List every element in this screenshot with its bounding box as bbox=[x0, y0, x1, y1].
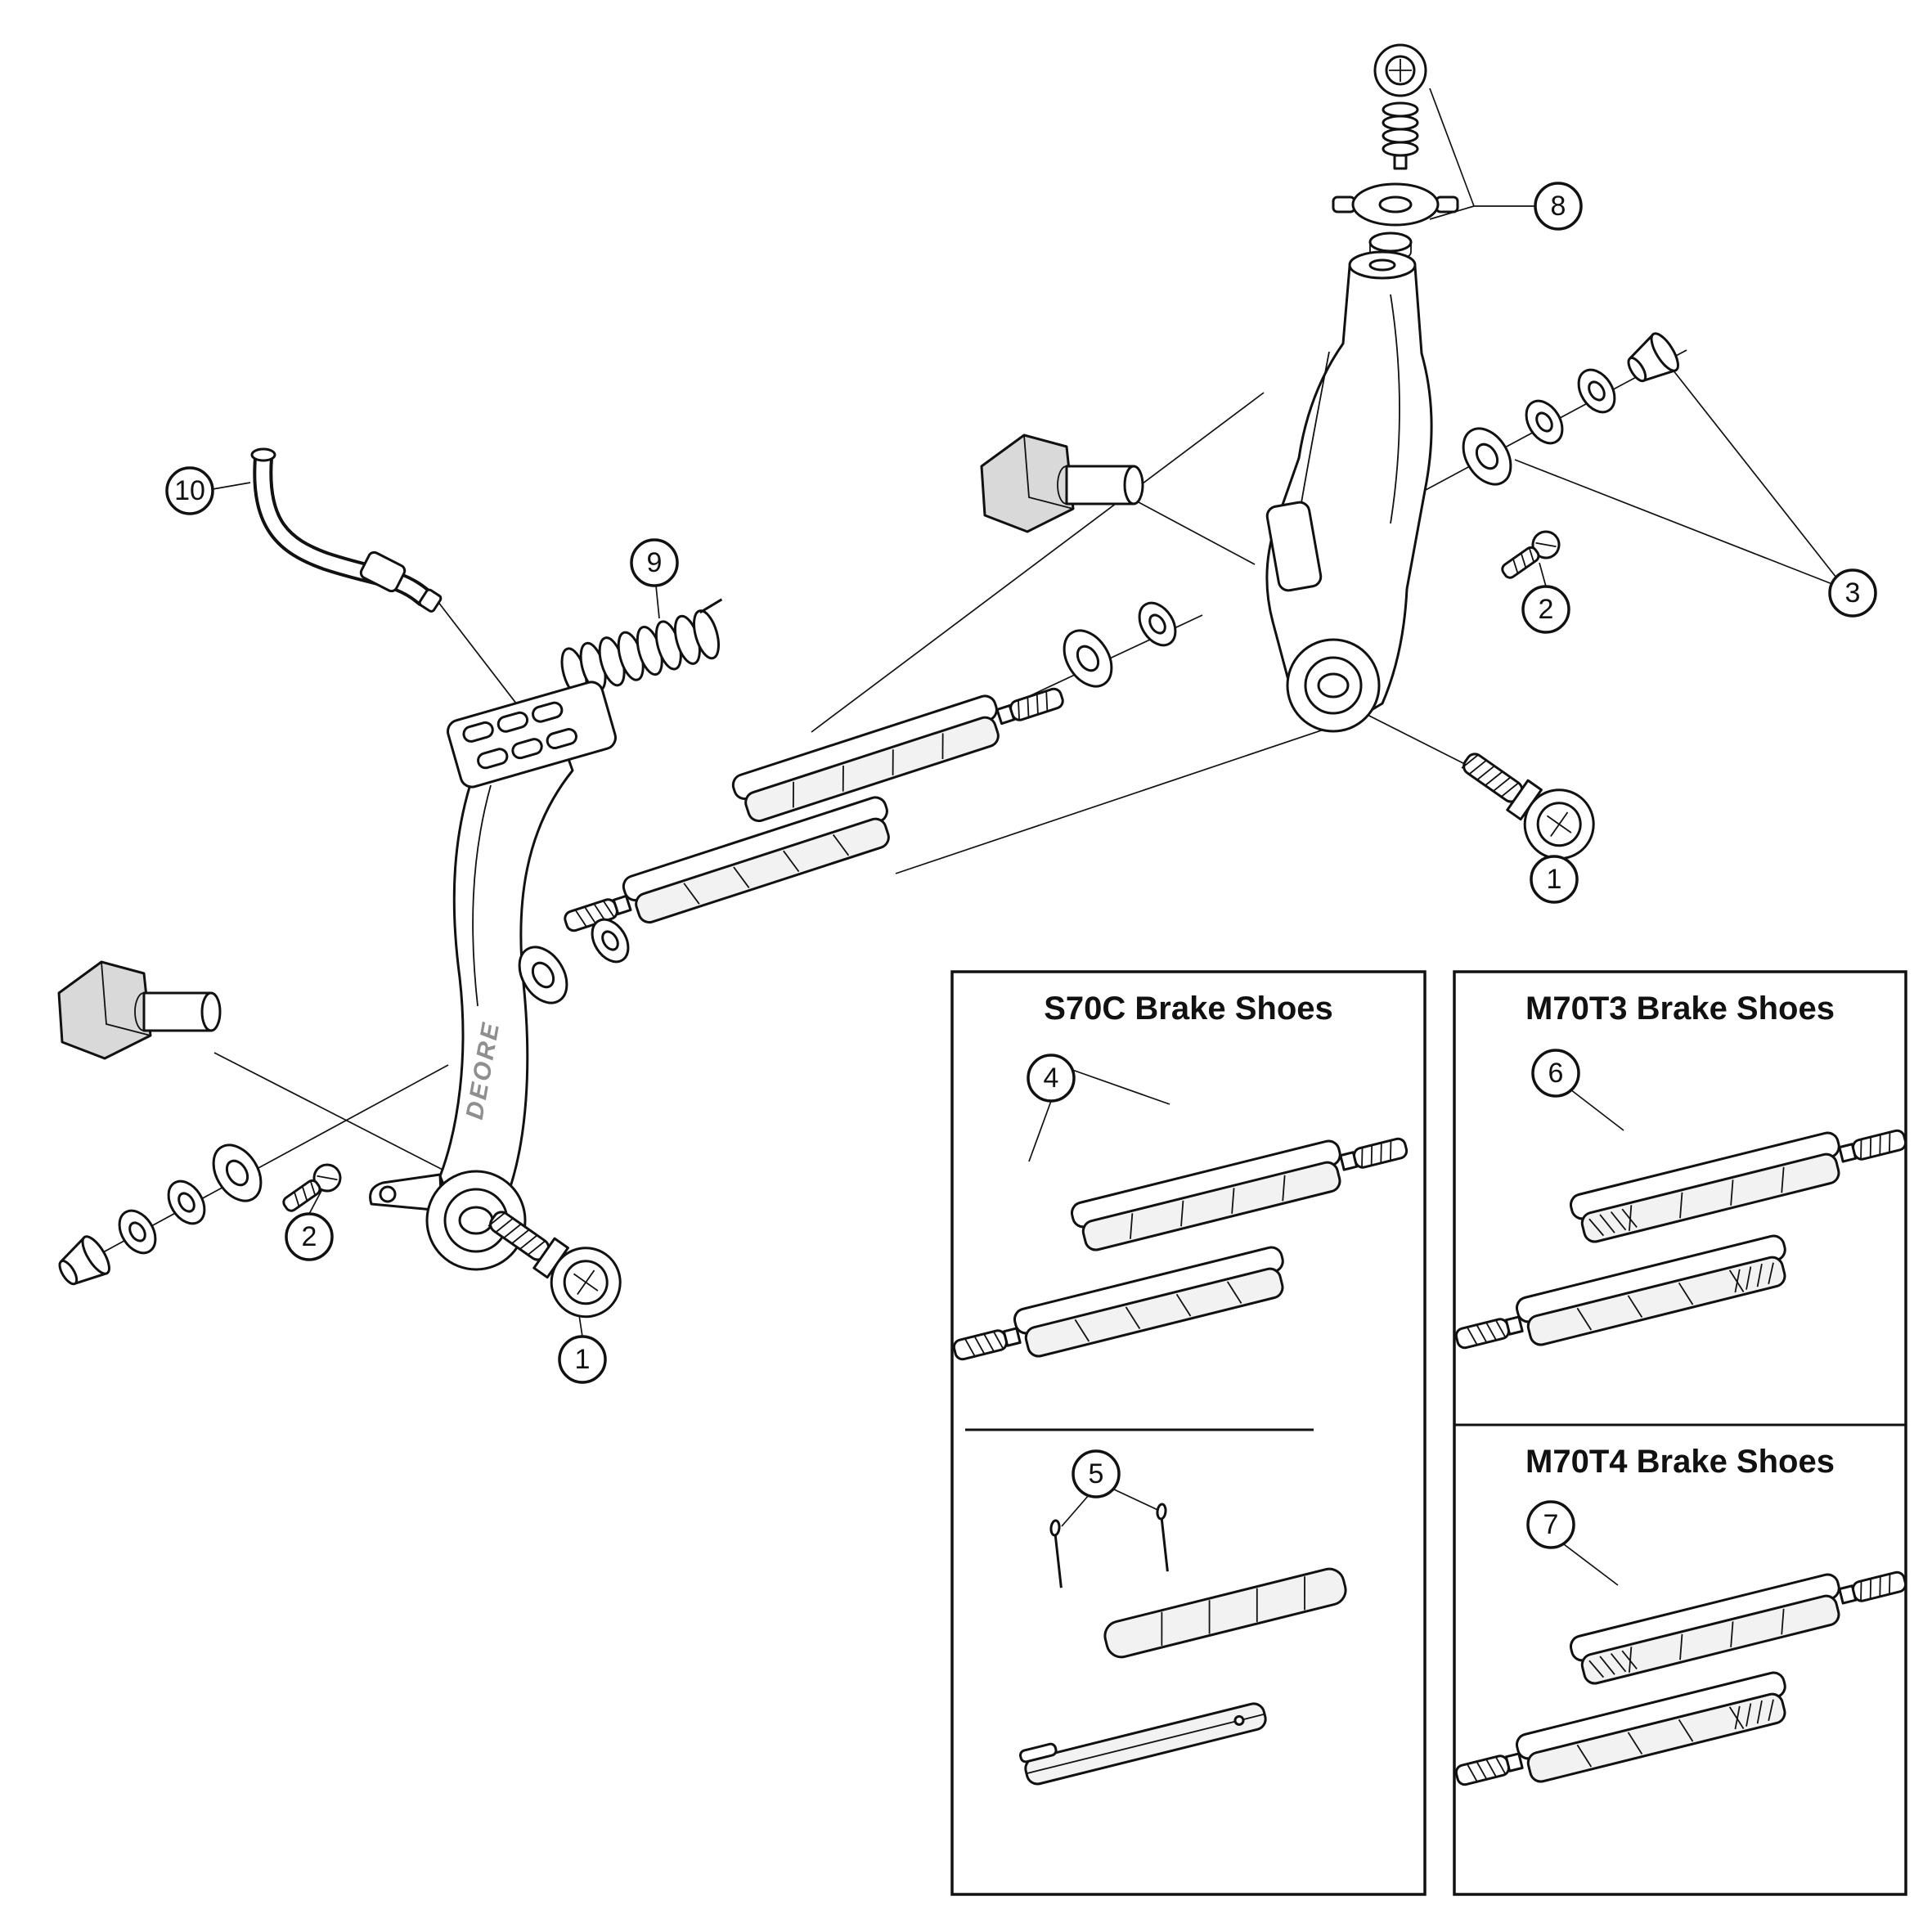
fixing-bolt-right bbox=[1445, 730, 1609, 874]
m70t3-shoe-lower bbox=[1449, 1232, 1795, 1366]
callout-9: 9 bbox=[630, 538, 679, 587]
callout-8-label: 8 bbox=[1551, 191, 1566, 222]
callout-6: 6 bbox=[1531, 1049, 1580, 1098]
washer bbox=[1517, 393, 1571, 452]
callout-3-label: 3 bbox=[1845, 577, 1861, 609]
panel-title-m70t3: M70T3 Brake Shoes bbox=[1525, 991, 1835, 1027]
arm-head bbox=[447, 681, 617, 789]
noodle-ferrule bbox=[359, 550, 407, 593]
washer bbox=[160, 1173, 213, 1232]
cone-nut bbox=[51, 1231, 116, 1295]
m70t4-shoe-lower bbox=[1449, 1669, 1795, 1803]
pivot-washer-stack-left bbox=[51, 1134, 272, 1295]
cable-hanger-left bbox=[57, 960, 222, 1060]
callout-7: 7 bbox=[1526, 1500, 1575, 1549]
cable-noodle bbox=[250, 447, 443, 613]
washer bbox=[202, 1134, 272, 1211]
small-screw-right bbox=[1495, 525, 1566, 586]
panel-s70c-border bbox=[950, 970, 1427, 1896]
callout-2-right-label: 2 bbox=[1539, 594, 1554, 625]
callout-5-label: 5 bbox=[1089, 1458, 1104, 1489]
callout-8: 8 bbox=[1534, 182, 1583, 231]
s70c-pad-pin-1 bbox=[1044, 1519, 1070, 1589]
callout-2-right: 2 bbox=[1521, 585, 1570, 634]
washer bbox=[110, 1202, 164, 1261]
s70c-pad-pin-2 bbox=[1150, 1503, 1176, 1573]
callout-2-left: 2 bbox=[285, 1212, 334, 1261]
s70c-pad-insert-lower bbox=[1018, 1690, 1269, 1788]
shoe-washers-upper bbox=[1053, 595, 1184, 697]
panel-s70c: S70C Brake Shoes bbox=[947, 970, 1427, 1896]
callout-4: 4 bbox=[1027, 1054, 1076, 1103]
cone-nut bbox=[1620, 328, 1685, 392]
callout-1-right-label: 1 bbox=[1547, 864, 1562, 895]
washer bbox=[1570, 362, 1624, 420]
right-brake-assembly bbox=[980, 43, 1685, 874]
arm-window bbox=[1265, 501, 1323, 592]
panel-m70t-border bbox=[1453, 970, 1907, 1896]
s70c-pad-insert-upper bbox=[1100, 1564, 1350, 1662]
panel-m70t: M70T3 Brake Shoes M70T4 Brake Shoes bbox=[1449, 970, 1912, 1896]
callout-1-left-label: 1 bbox=[575, 1344, 591, 1375]
washer bbox=[1130, 595, 1184, 654]
callout-7-label: 7 bbox=[1543, 1509, 1559, 1540]
s70c-shoe-upper bbox=[1068, 1121, 1413, 1256]
callout-6-label: 6 bbox=[1548, 1058, 1564, 1089]
callout-10: 10 bbox=[165, 466, 214, 515]
pivot-washer-stack-right bbox=[1452, 328, 1685, 495]
noodle-tip bbox=[418, 588, 443, 613]
callout-1-right: 1 bbox=[1530, 855, 1579, 904]
callout-10-label: 10 bbox=[174, 475, 205, 506]
right-brake-arm bbox=[1265, 250, 1433, 733]
panel-title-s70c: S70C Brake Shoes bbox=[1044, 991, 1333, 1027]
panel-title-m70t4: M70T4 Brake Shoes bbox=[1525, 1444, 1835, 1480]
s70c-shoe-lower bbox=[947, 1243, 1293, 1377]
callout-2-left-label: 2 bbox=[302, 1221, 317, 1252]
cable-hanger-right bbox=[980, 434, 1144, 533]
brake-shoe-upper bbox=[729, 672, 1071, 827]
leader-lines bbox=[93, 88, 1837, 1586]
left-brake-assembly: DEORE bbox=[51, 447, 1184, 1332]
washer bbox=[1452, 418, 1522, 495]
callout-4-label: 4 bbox=[1044, 1063, 1059, 1094]
callout-3: 3 bbox=[1828, 568, 1877, 618]
callout-9-label: 9 bbox=[647, 547, 663, 578]
m70t4-shoe-upper bbox=[1567, 1555, 1912, 1689]
cable-fixing-plate bbox=[1332, 182, 1459, 227]
left-brake-arm: DEORE bbox=[369, 681, 617, 1271]
callout-5: 5 bbox=[1072, 1449, 1121, 1498]
m70t3-shoe-upper bbox=[1567, 1113, 1912, 1247]
washer bbox=[1053, 620, 1123, 697]
callout-1-left: 1 bbox=[558, 1335, 607, 1384]
cable-fixing-bolt-assembly bbox=[1332, 43, 1459, 262]
noodle-opening bbox=[250, 447, 276, 462]
